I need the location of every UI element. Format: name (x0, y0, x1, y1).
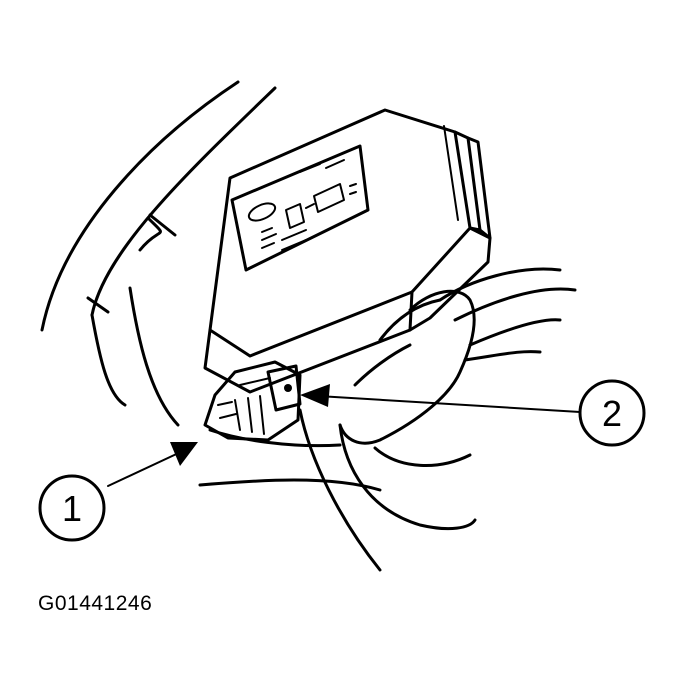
figure-id: G01441246 (38, 592, 153, 615)
callout-2: 2 (300, 379, 646, 447)
relay-module (203, 108, 492, 394)
callout-1-label: 1 (62, 488, 82, 529)
body-panel-lines (40, 80, 382, 492)
connector-terminals (203, 360, 302, 442)
callout-1: 1 (38, 442, 198, 542)
wiring-harness (298, 267, 577, 572)
label-markings (247, 159, 357, 251)
callout-2-label: 2 (602, 393, 622, 434)
